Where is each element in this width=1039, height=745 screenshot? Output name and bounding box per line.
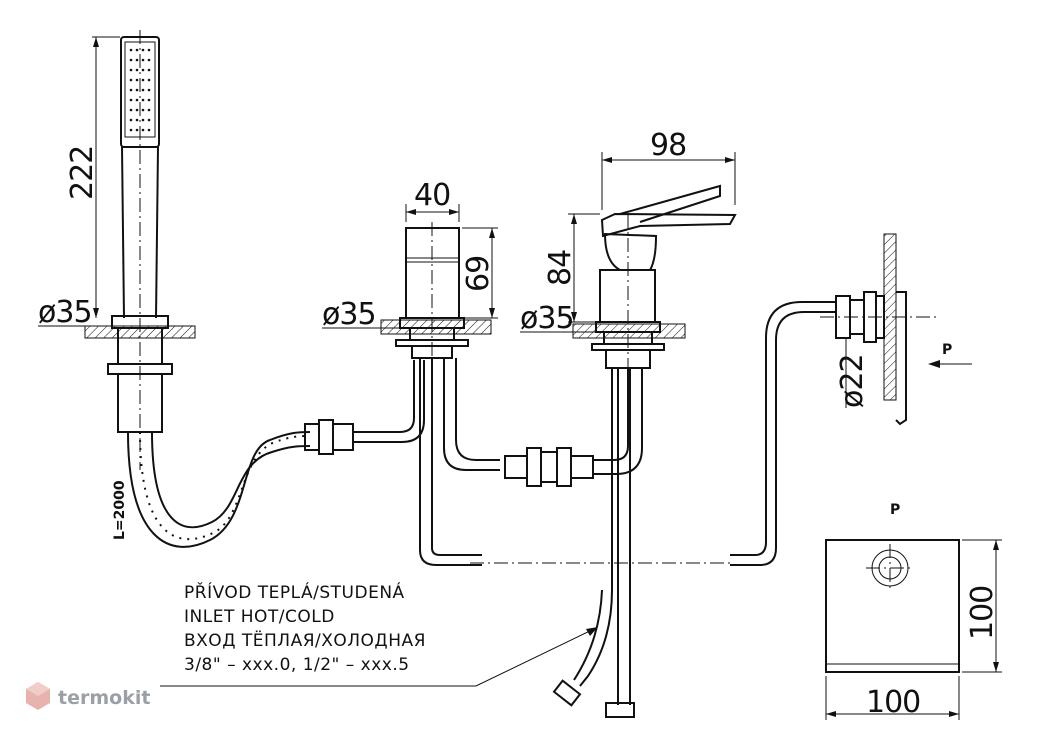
dim-handshower-length: 222: [65, 36, 120, 318]
dim-connection-diameter: ø22: [835, 338, 870, 408]
connector-nut: [504, 368, 643, 487]
mixer-supply-hoses: [552, 368, 635, 718]
view-p-title: P: [890, 502, 900, 518]
inlet-note-line-2: INLET HOT/COLD: [184, 607, 335, 627]
dim-mixer-base: ø35: [520, 301, 596, 336]
plate-height-label: 100: [965, 586, 1000, 640]
hexagon-logo-icon: [26, 682, 50, 710]
handshower-length-label: 222: [65, 146, 100, 200]
section-marker-label: P: [942, 342, 952, 358]
watermark-text: termokit: [58, 687, 150, 709]
dim-mixer-width: 98: [601, 128, 736, 210]
plate-width-label: 100: [866, 685, 920, 720]
inlet-note-line-1: PŘÍVOD TEPLÁ/STUDENÁ: [184, 581, 405, 603]
wall-connector: [730, 233, 940, 566]
hose-length-label: L=2000: [112, 480, 128, 540]
diverter-width-label: 40: [414, 178, 450, 213]
watermark: termokit: [26, 682, 150, 710]
hose-connector: [304, 360, 425, 455]
spray-holes: [129, 48, 151, 132]
inlet-note: PŘÍVOD TEPLÁ/STUDENÁ INLET HOT/COLD ВХОД…: [160, 581, 598, 687]
dim-diverter-base: ø35: [322, 297, 400, 332]
mixer: [572, 184, 737, 370]
shower-hose: L=2000: [112, 431, 311, 548]
inlet-note-line-3: ВХОД ТЁПЛАЯ/ХОЛОДНАЯ: [184, 630, 426, 651]
mixer-width-label: 98: [650, 128, 686, 163]
section-marker: P: [928, 342, 972, 368]
inlet-note-line-4: 3/8" – xxx.0, 1/2" – xxx.5: [184, 655, 410, 675]
dim-diverter-height: 69: [461, 227, 498, 319]
mounting-hole-icon: [866, 544, 914, 592]
view-p: P 100 100: [825, 502, 1002, 720]
mixer-base-diameter-label: ø35: [520, 301, 574, 336]
dim-mixer-height: 84: [543, 213, 600, 323]
diverter-pipes: [419, 358, 500, 566]
dim-handshower-base: ø35: [38, 295, 112, 330]
dim-diverter-width: 40: [405, 178, 460, 222]
mixer-height-label: 84: [543, 250, 578, 286]
handshower-base-diameter-label: ø35: [38, 295, 92, 330]
connection-diameter-label: ø22: [835, 354, 870, 408]
diverter-height-label: 69: [461, 256, 496, 292]
hand-shower: [84, 30, 196, 470]
diverter-base-diameter-label: ø35: [322, 297, 376, 332]
